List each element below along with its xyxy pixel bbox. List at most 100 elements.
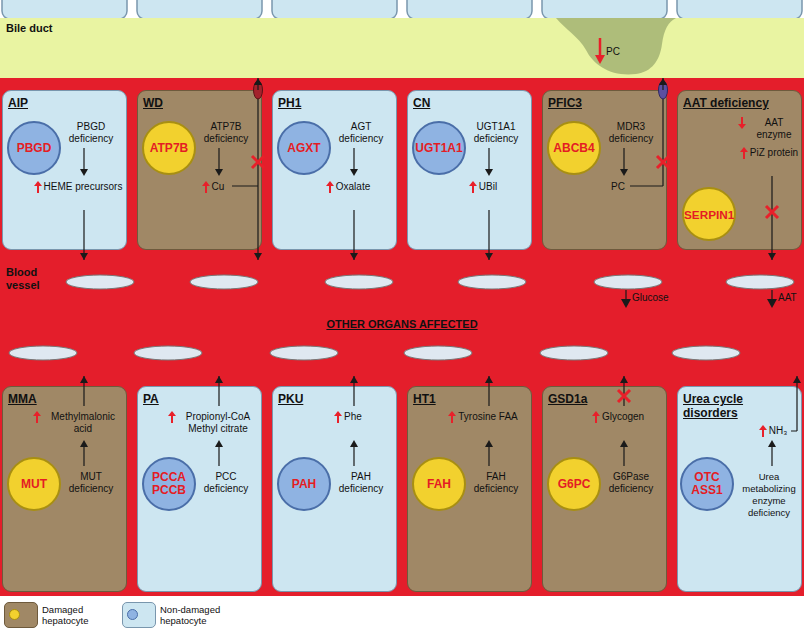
text-slot: Urea cycle disorders	[683, 392, 763, 420]
text-slot: Bile duct	[6, 22, 52, 35]
arrow-head	[350, 440, 358, 447]
text-slot: FAH deficiency	[468, 471, 524, 495]
gene-circle: ATP7B	[142, 121, 196, 175]
arrow-head	[659, 78, 667, 85]
text-slot: AGT deficiency	[333, 121, 389, 145]
text-slot: G6Pase deficiency	[603, 471, 659, 495]
legend-swatch	[122, 602, 156, 628]
gene-circle: PAH	[277, 457, 331, 511]
deficiency-text: MDR3 deficiency	[603, 121, 659, 145]
text-slot: WD	[143, 96, 163, 110]
text-slot: HEME precursors	[33, 181, 123, 193]
arrow-shaft	[472, 185, 474, 193]
arrow-head	[326, 181, 334, 186]
gene-name: UGT1A1	[414, 142, 464, 155]
arrow-head	[595, 55, 605, 64]
deficiency-text: PAH deficiency	[333, 471, 389, 495]
gene-name: MUT	[9, 478, 59, 491]
upper-hepatocyte	[407, 0, 532, 19]
healthy-hepatocyte: PAPropionyl-CoA Methyl citratePCC defici…	[137, 386, 262, 592]
disease-heading: WD	[143, 96, 163, 110]
metabolite-text: AAT enzyme	[748, 117, 800, 141]
mdr3-transporter	[659, 81, 668, 99]
arrow-head	[592, 411, 600, 416]
disease-heading: HT1	[413, 392, 436, 406]
increase-arrow	[469, 181, 477, 193]
text-slot: GSD1a	[548, 392, 587, 406]
metabolite-text: UBil	[479, 181, 497, 193]
metabolite-text: Methylmalonic acid	[43, 411, 123, 435]
arrow-head	[767, 299, 777, 308]
arrow-head	[738, 124, 746, 129]
disease-heading: AAT deficiency	[683, 96, 769, 110]
metabolite-text: Oxalate	[336, 181, 370, 193]
decrease-arrow	[599, 38, 602, 56]
fenestra	[594, 275, 662, 289]
healthy-hepatocyte: PKU PhePAH deficiencyPAH	[272, 386, 397, 592]
arrow-head	[620, 376, 628, 383]
disease-heading: PH1	[278, 96, 301, 110]
text-slot: MUT deficiency	[63, 471, 119, 495]
deficiency-text: PCC deficiency	[198, 471, 254, 495]
text-slot: Blood vessel	[6, 266, 58, 292]
arrow-head	[485, 440, 493, 447]
region-label: Bile duct	[6, 22, 52, 35]
increase-arrow	[326, 181, 334, 193]
connector-line	[771, 250, 772, 260]
text-slot: PKU	[278, 392, 303, 406]
healthy-hepatocyte: CNUGT1A1 deficiencyUBilUGT1A1	[407, 90, 532, 250]
disease-heading: Urea cycle disorders	[683, 392, 763, 420]
flow-connector	[485, 376, 493, 386]
flow-connector	[254, 250, 262, 260]
arrow-shaft	[329, 185, 331, 193]
flow-connector	[215, 376, 223, 386]
increase-arrow	[448, 411, 456, 423]
gene-circle: SERPIN1	[682, 187, 736, 241]
healthy-hepatocyte: Urea cycle disordersNH₃Urea metabolizing…	[677, 386, 802, 592]
text-slot: PBGD deficiency	[63, 121, 119, 145]
metabolite-text: Phe	[344, 411, 362, 423]
gene-name: G6PC	[549, 478, 599, 491]
free-label: AAT	[778, 292, 797, 304]
flow-connector	[620, 376, 628, 386]
deficiency-text: G6Pase deficiency	[603, 471, 659, 495]
blood-ground	[0, 78, 804, 596]
metabolite-text: PC	[611, 181, 625, 193]
decrease-arrow	[738, 117, 746, 129]
metabolite-text: Cu	[212, 181, 225, 193]
fenestra	[9, 346, 77, 360]
arrow-head	[350, 253, 358, 260]
flow-connector	[485, 250, 493, 260]
connector-line	[353, 250, 354, 260]
arrow-head	[768, 440, 776, 447]
increase-arrow	[592, 411, 600, 423]
text-slot: AAT deficiency	[683, 96, 769, 110]
upper-hepatocyte	[677, 0, 802, 19]
region-label: Blood vessel	[6, 266, 58, 292]
damaged-hepatocyte: AAT deficiencyAAT enzymePiZ proteinSERPI…	[677, 90, 802, 250]
healthy-hepatocyte: PH1AGT deficiencyOxalate AGXT	[272, 90, 397, 250]
connector-line	[662, 78, 663, 90]
text-slot: OTHER ORGANS AFFECTED	[300, 318, 504, 331]
gene-circle: AGXT	[277, 121, 331, 175]
arrow-head	[448, 411, 456, 416]
text-slot: PA	[143, 392, 159, 406]
disease-heading: PFIC3	[548, 96, 582, 110]
text-slot: UBil	[438, 181, 528, 193]
connector-line	[257, 250, 258, 260]
fenestra	[404, 346, 472, 360]
arrow-head	[620, 169, 628, 176]
arrow-head	[80, 169, 88, 176]
arrow-head	[80, 440, 88, 447]
disease-heading: CN	[413, 96, 430, 110]
gene-circle: FAH	[412, 457, 466, 511]
arrow-head	[759, 425, 767, 430]
text-slot: PH1	[278, 96, 301, 110]
gene-circle: G6PC	[547, 457, 601, 511]
damaged-hepatocyte: HT1Tyrosine FAAFAH deficiencyFAH	[407, 386, 532, 592]
arrow-shaft	[762, 429, 764, 437]
block-cross	[252, 156, 778, 402]
deficiency-text: MUT deficiency	[63, 471, 119, 495]
upper-hepatocyte	[272, 0, 397, 19]
free-label: PC	[606, 46, 620, 58]
